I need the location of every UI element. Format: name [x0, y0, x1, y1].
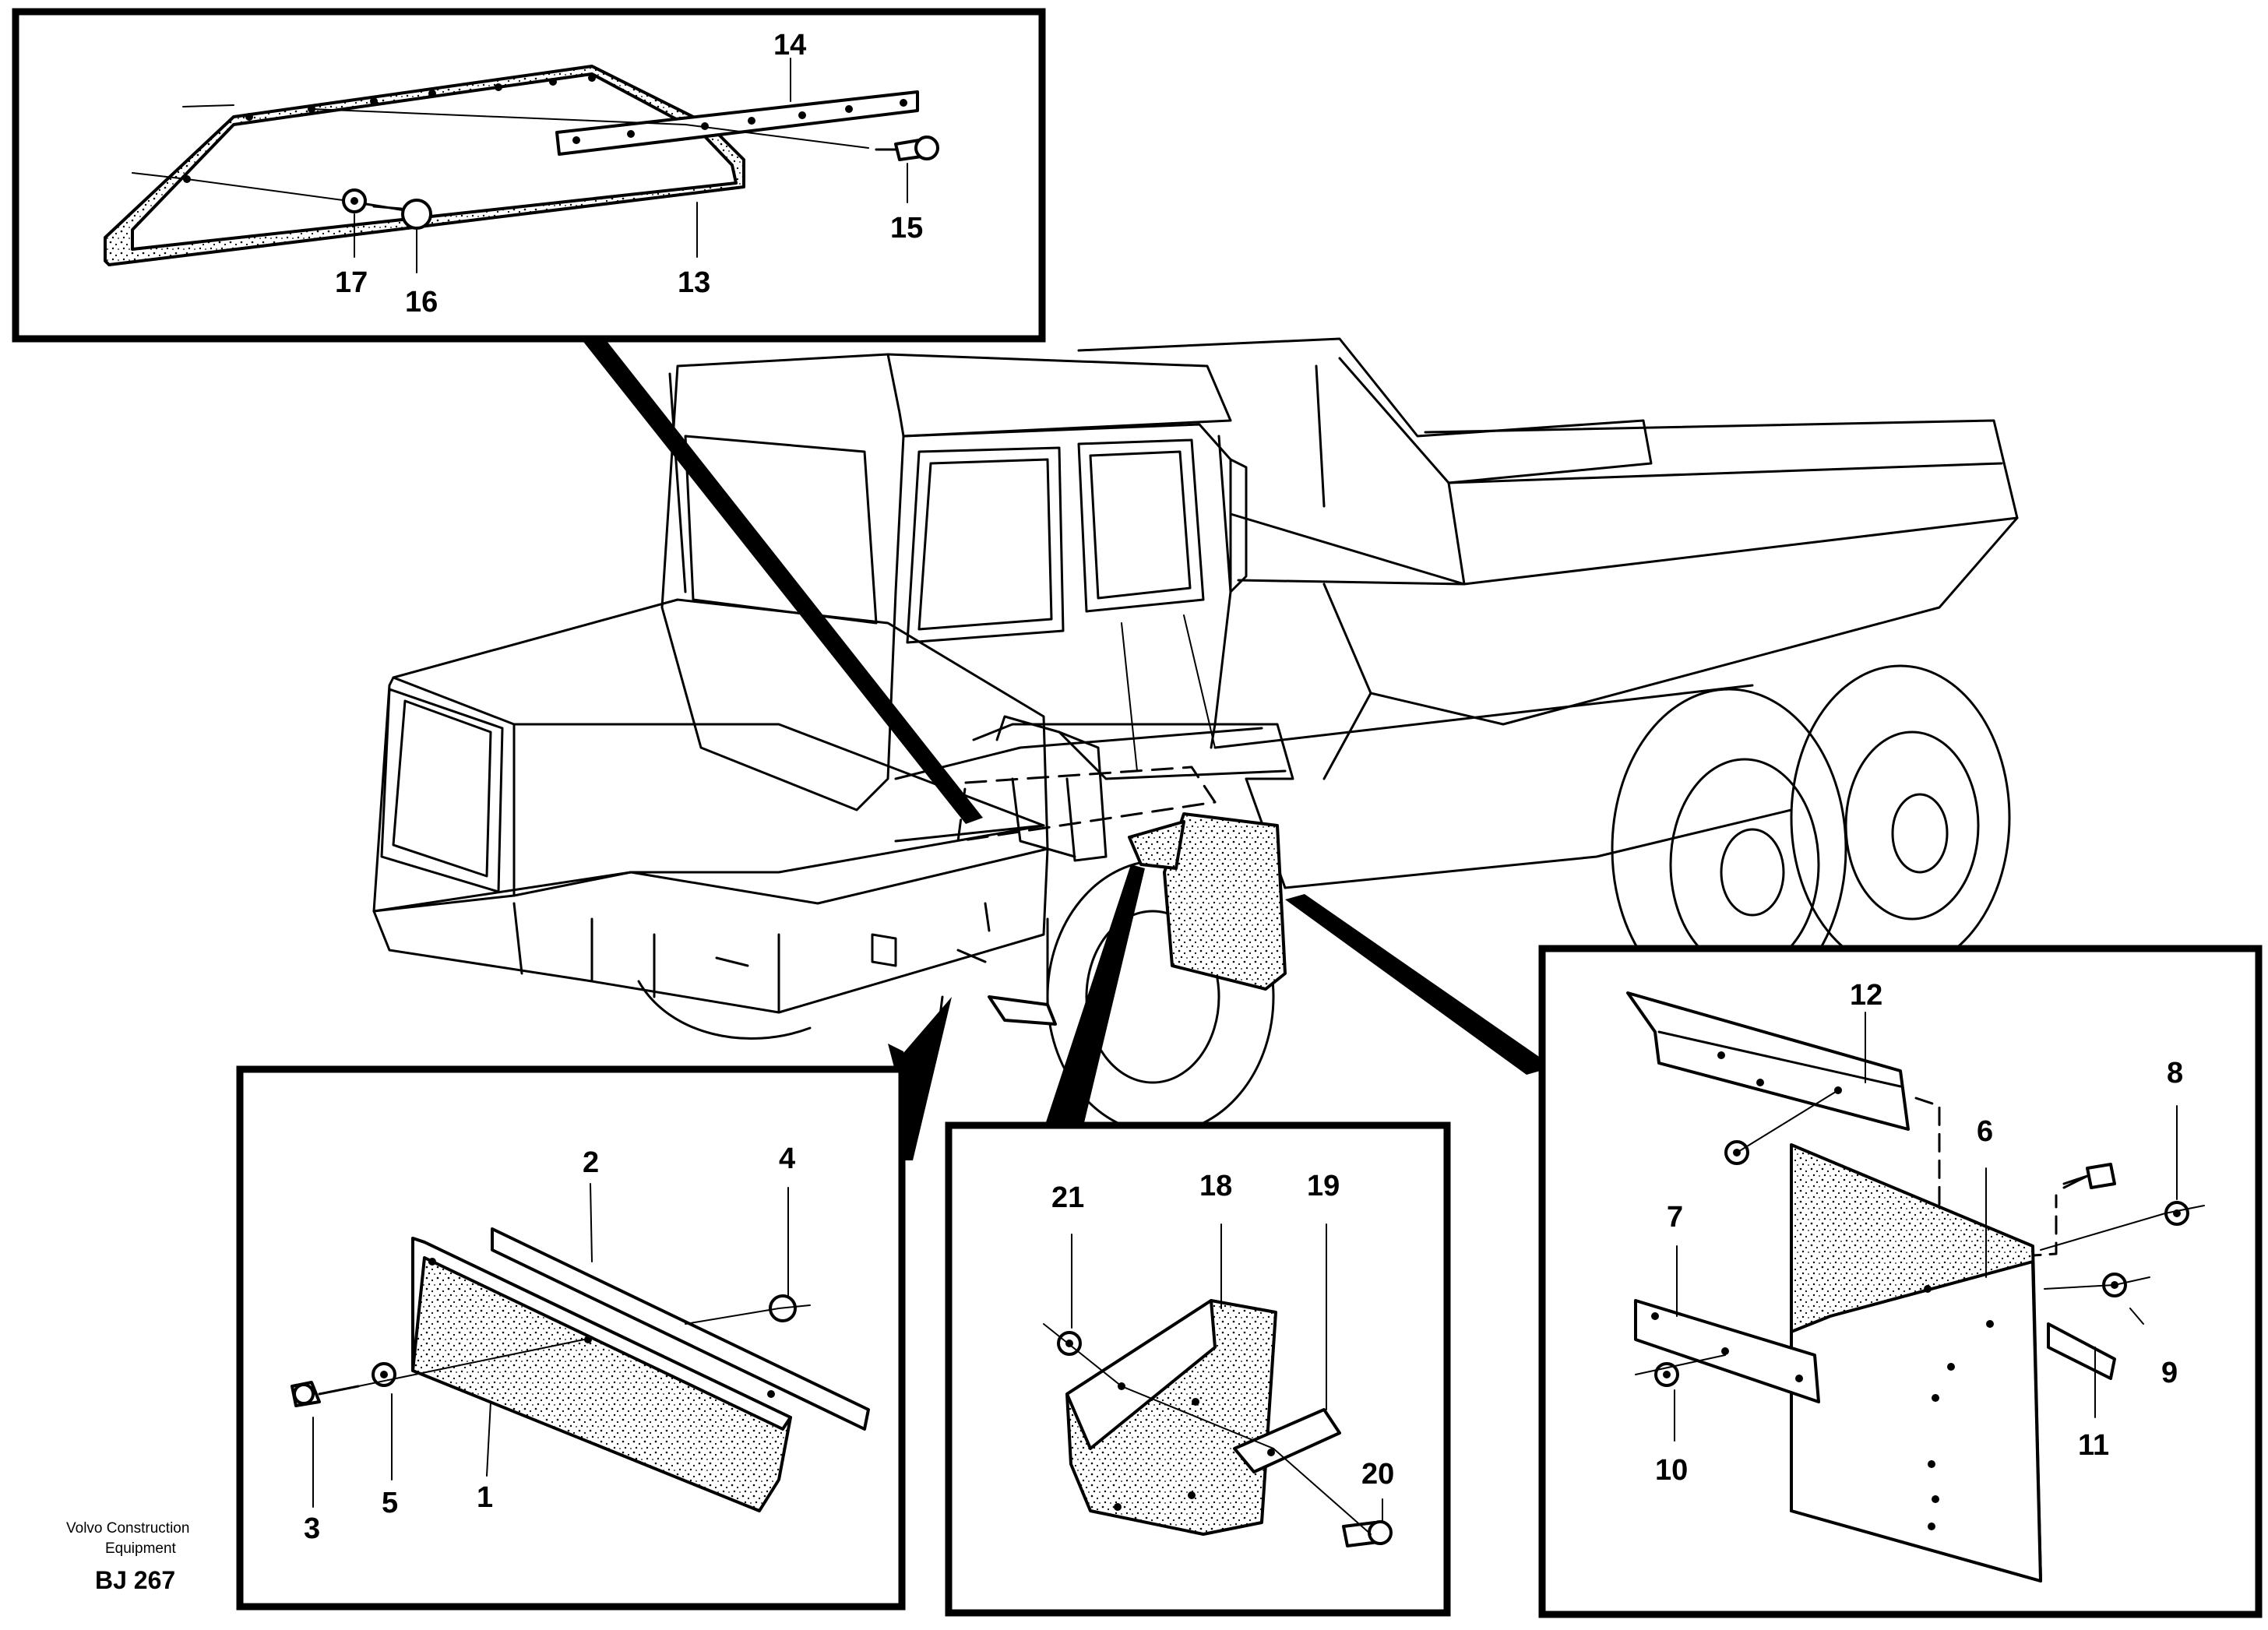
callout-11: 11	[2078, 1429, 2109, 1462]
leader-wedge-middle	[1044, 864, 1145, 1129]
drawing-code: BJ 267	[95, 1566, 175, 1594]
leader-wedge-right	[1285, 894, 1554, 1075]
callout-1: 1	[477, 1481, 493, 1514]
callout-8: 8	[2167, 1057, 2183, 1090]
callout-2: 2	[583, 1146, 599, 1179]
callout-17: 17	[335, 266, 368, 299]
callout-19: 19	[1307, 1170, 1340, 1202]
callout-10: 10	[1655, 1454, 1688, 1487]
callout-5: 5	[382, 1487, 398, 1519]
brand-line-1: Volvo Construction	[66, 1520, 189, 1537]
inset-right	[1538, 945, 2263, 1618]
inset-bottom-left	[236, 1065, 906, 1611]
callout-3: 3	[304, 1512, 320, 1545]
holes-14	[572, 99, 907, 144]
callout-9: 9	[2161, 1357, 2178, 1389]
inset-top-left	[12, 8, 1046, 343]
articulated-hauler-illustration	[372, 337, 2019, 1135]
callout-20: 20	[1361, 1458, 1394, 1491]
callout-15: 15	[890, 212, 923, 245]
callout-7: 7	[1667, 1201, 1683, 1234]
callout-21: 21	[1051, 1181, 1084, 1214]
brand-line-2: Equipment	[105, 1540, 177, 1557]
callout-18: 18	[1199, 1170, 1232, 1202]
inset-bottom-middle	[945, 1121, 1451, 1617]
callout-12: 12	[1850, 979, 1882, 1012]
callout-16: 16	[405, 286, 438, 319]
callout-4: 4	[779, 1142, 795, 1175]
callout-6: 6	[1977, 1115, 1993, 1148]
callout-14: 14	[773, 29, 806, 62]
leader-wedge-top	[578, 330, 983, 824]
callout-13: 13	[678, 266, 710, 299]
